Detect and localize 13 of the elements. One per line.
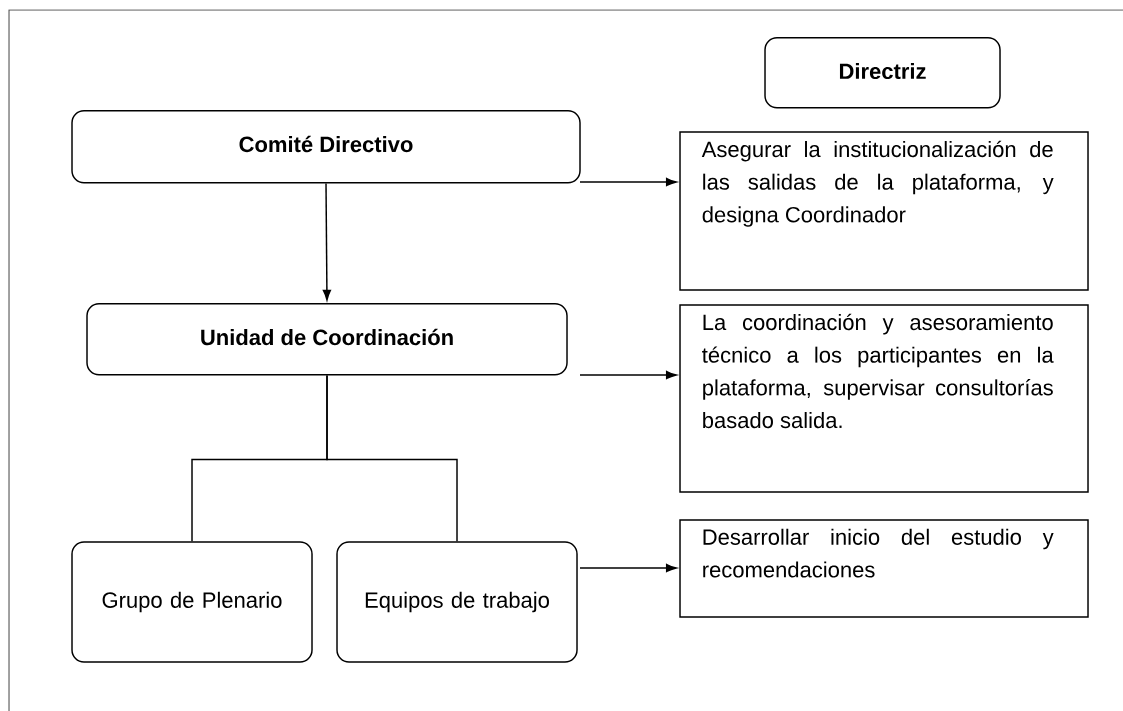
text-box: La coordinación y asesoramiento técnico a los participantes en la plataforma, supervisar consultorías basado salida.	[679, 304, 1089, 493]
arrow	[579, 370, 677, 380]
rounded-box: Directriz	[764, 37, 1001, 109]
text-box: Desarrollar inicio del estudio y recomendaciones	[679, 519, 1089, 618]
arrow	[579, 177, 677, 187]
rounded-box: Comité Directivo	[71, 110, 581, 184]
text-box: Asegurar la institucionalización de las salidas de la plataforma, y designa Coordinador	[679, 131, 1089, 291]
arrow	[579, 563, 677, 573]
arrow	[322, 182, 332, 301]
rounded-box: Equipos de trabajo	[336, 541, 578, 663]
rounded-box: Grupo de Plenario	[71, 541, 313, 663]
connector-line	[326, 374, 458, 542]
rounded-box: Unidad de Coordinación	[86, 303, 568, 376]
